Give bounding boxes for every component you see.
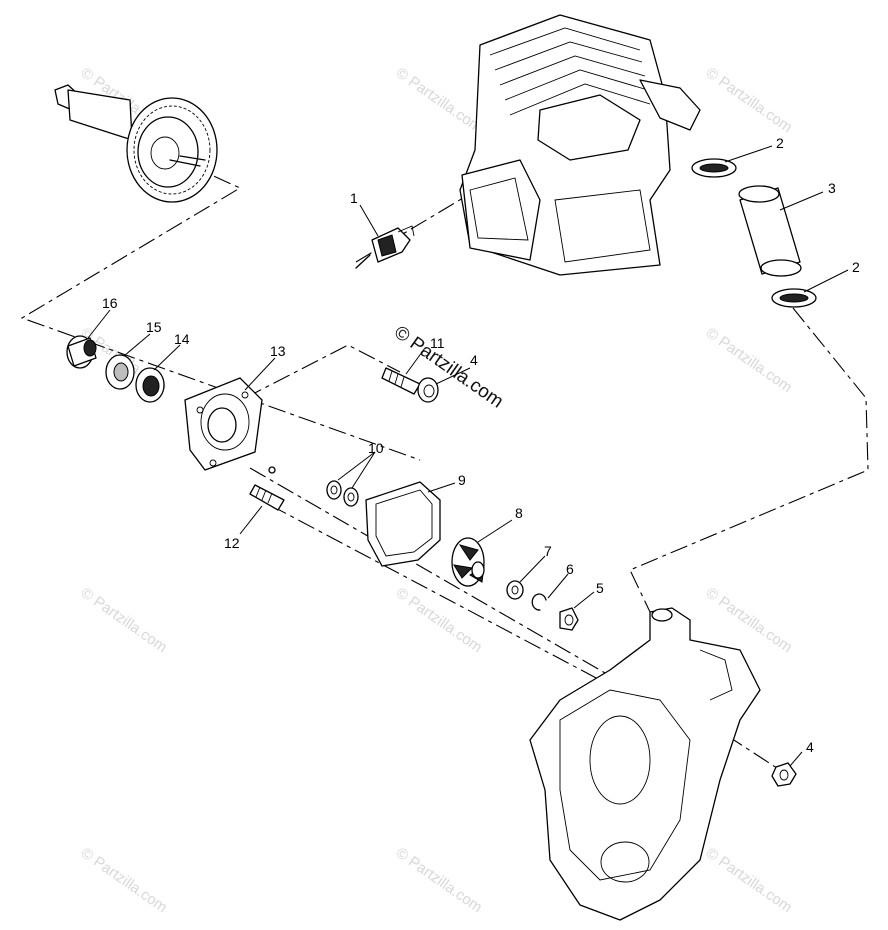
watermark: © Partzilla.com [703,64,796,136]
callout-leaders [87,145,849,767]
part-4-nut-lower [771,762,797,787]
part-9-gasket [365,481,441,567]
watermark: © Partzilla.com [78,844,171,916]
part-8-impeller [451,537,485,587]
callout-16: 16 [102,295,118,311]
part-6-circlip [531,593,547,611]
part-5-nut [559,607,579,631]
callout-2-lower: 2 [852,259,860,275]
callout-9: 9 [458,472,466,488]
callout-3: 3 [828,180,836,196]
watermark-center: © Partzilla.com [390,322,507,413]
crankshaft-gear [54,84,218,203]
watermark: © Partzilla.com [393,844,486,916]
watermark: © Partzilla.com [703,844,796,916]
callout-1: 1 [350,190,358,206]
part-14-oil-seal [135,367,165,403]
callout-11: 11 [430,335,445,351]
callout-4-upper: 4 [470,352,478,368]
part-4-nut-upper [417,377,439,403]
part-7-washer [506,580,524,600]
part-12-stud [249,484,285,511]
callout-12: 12 [224,535,240,551]
callout-6: 6 [566,561,574,577]
callout-14: 14 [174,331,190,347]
callout-10: 10 [368,440,384,456]
callout-4-lower: 4 [806,739,814,755]
part-11-stud [381,367,421,395]
part-1-temperature-sensor [355,225,415,269]
part-16-bearing [66,335,97,369]
watermark: © Partzilla.com [703,324,796,396]
callout-8: 8 [515,505,523,521]
part-3-hose [738,185,802,277]
watermark: © Partzilla.com [393,584,486,656]
callout-13: 13 [270,343,286,359]
watermark: © Partzilla.com [393,64,486,136]
part-2-hose-clamp-upper [691,158,737,178]
callout-7: 7 [544,543,552,559]
cylinder-assembly [459,14,701,276]
watermark: © Partzilla.com [78,584,171,656]
part-2-hose-clamp-lower [771,288,817,308]
crankcase-cover [529,607,761,921]
part-15-bearing [105,354,135,390]
callout-5: 5 [596,580,604,596]
callout-15: 15 [146,319,162,335]
callout-labels: 1 2 3 2 16 15 14 13 11 4 10 9 8 7 6 5 12… [102,135,860,755]
part-10-washers [326,480,359,507]
callout-2-upper: 2 [776,135,784,151]
part-13-pump-housing [184,377,276,474]
